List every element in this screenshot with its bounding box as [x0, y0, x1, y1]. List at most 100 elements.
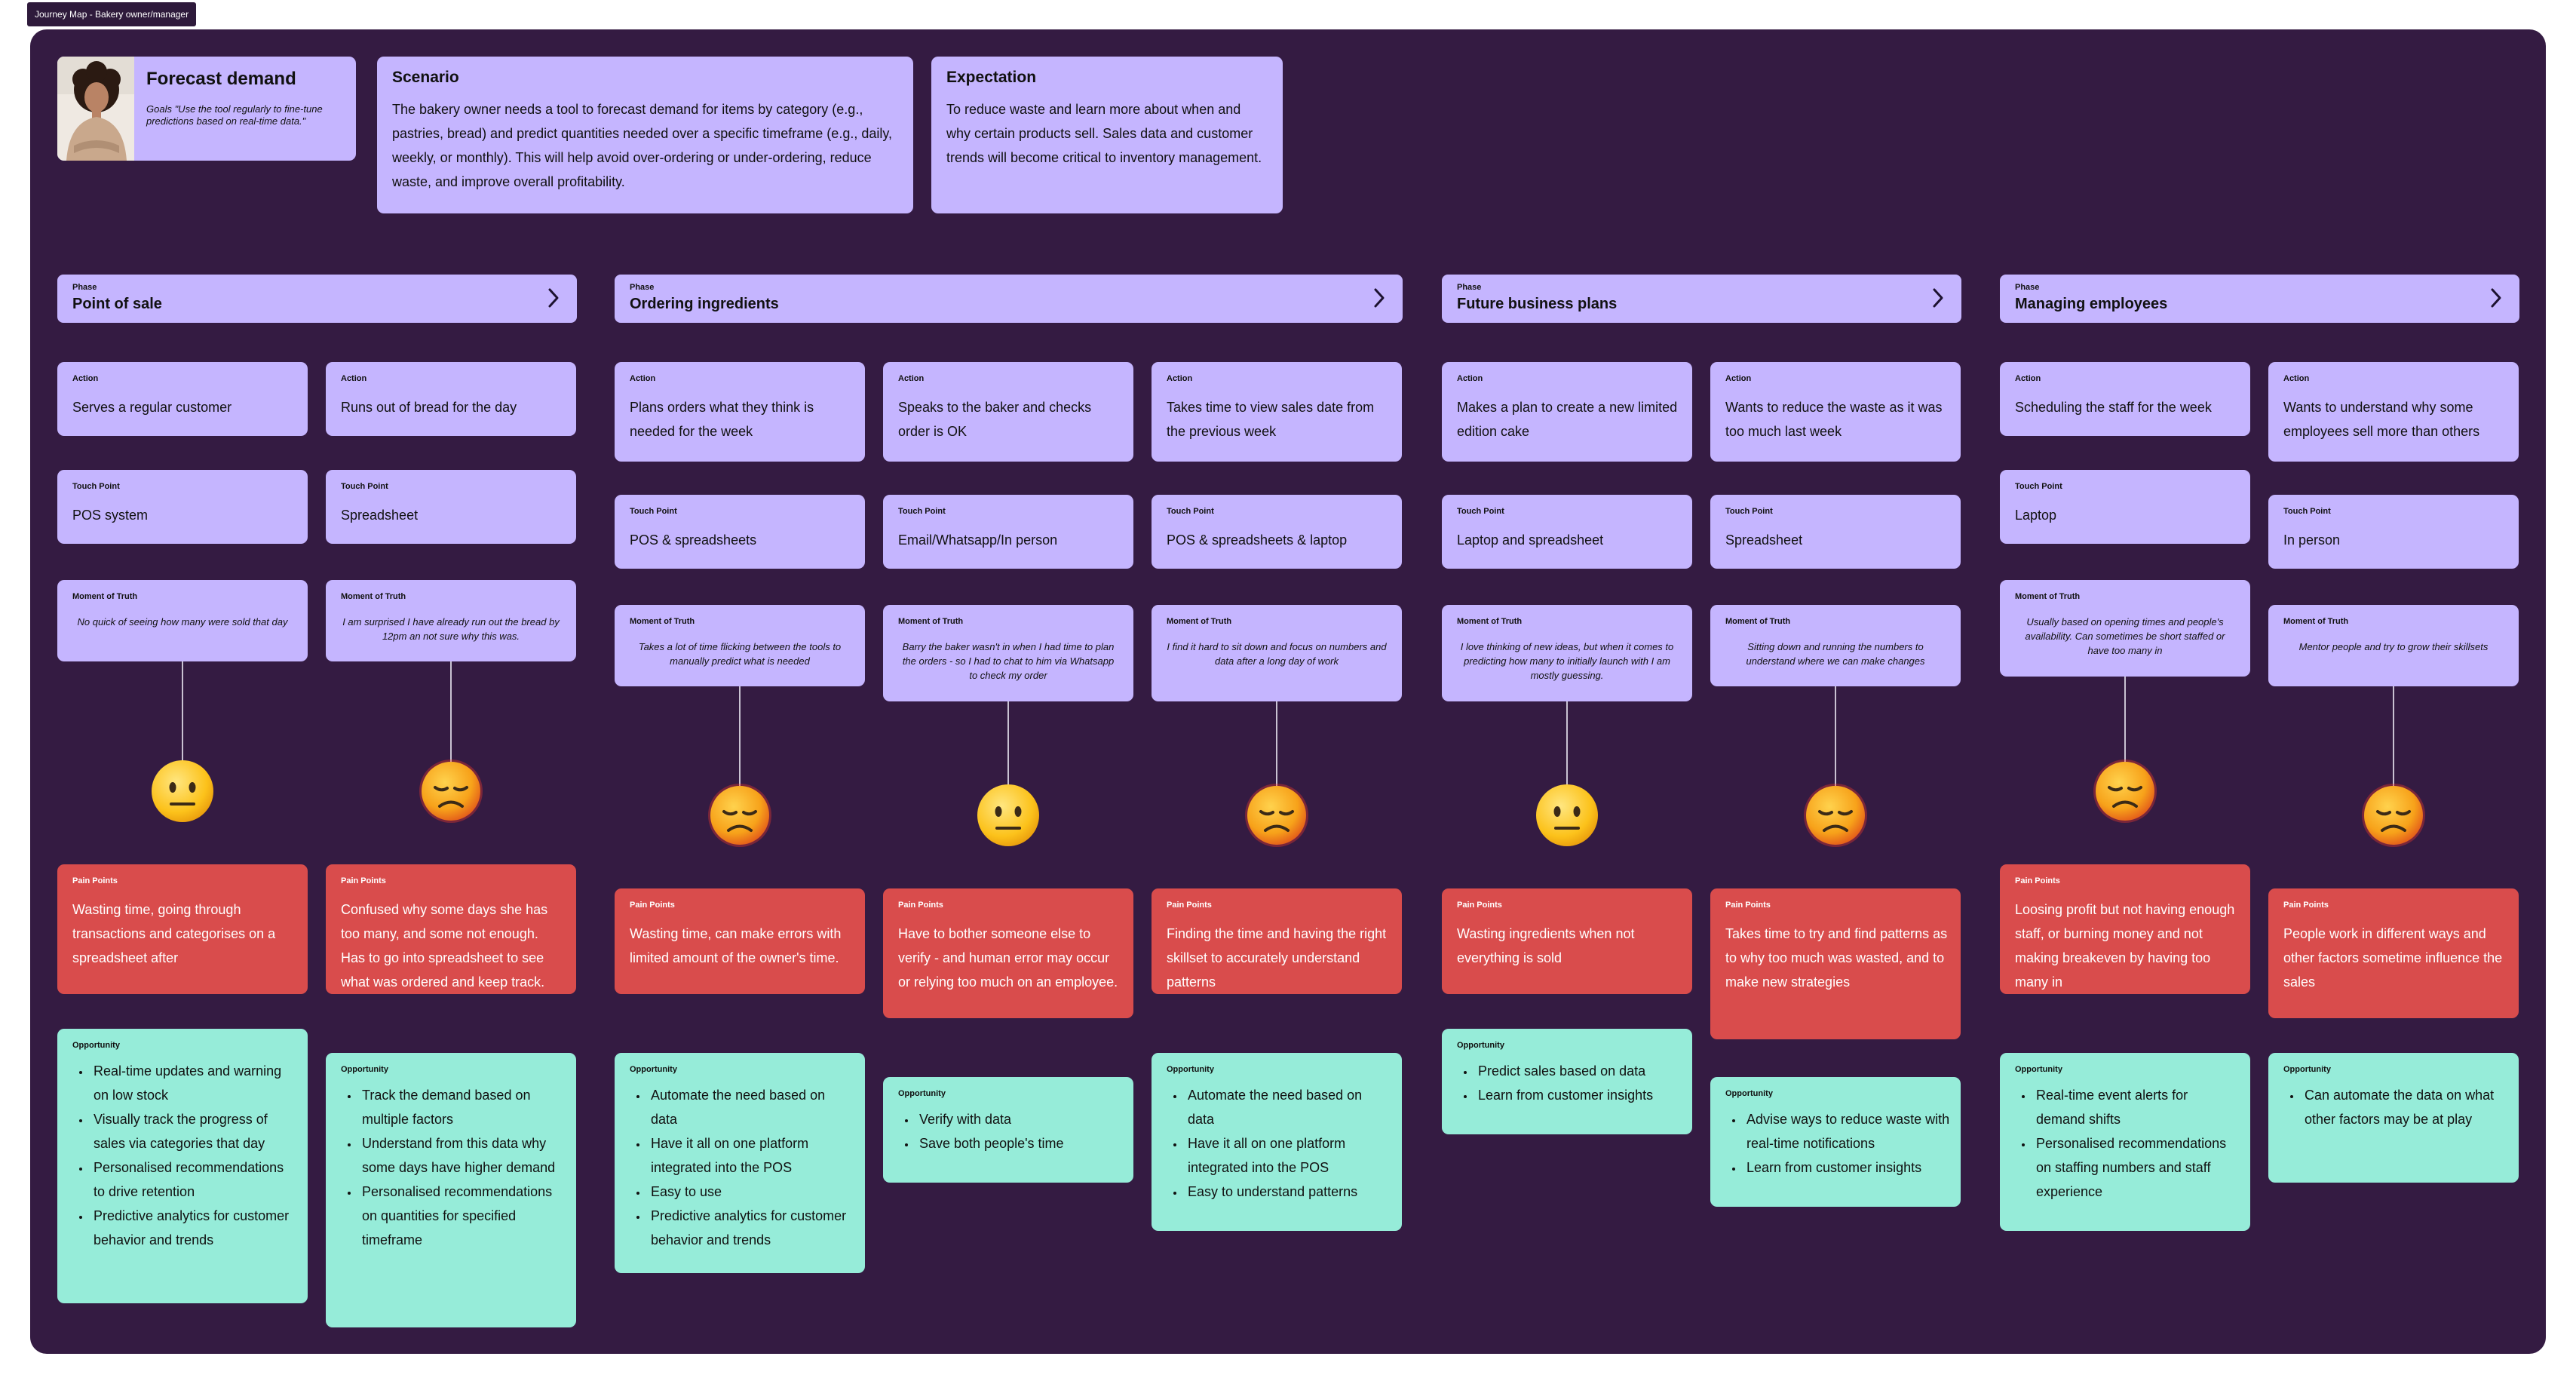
moment-of-truth-label: Moment of Truth	[1725, 617, 1791, 626]
pain-points-text: Finding the time and having the right sk…	[1167, 926, 1387, 990]
disappointed-face-icon	[419, 759, 483, 824]
connector-line	[1276, 701, 1277, 786]
disappointed-face-icon	[2361, 783, 2426, 848]
opportunity-item: Personalised recommendations on staffing…	[2033, 1131, 2240, 1204]
opportunity-label: Opportunity	[1167, 1065, 1214, 1074]
opportunity-item: Have it all on one platform integrated i…	[648, 1131, 854, 1180]
pain-points-text: Wasting ingredients when not everything …	[1457, 926, 1635, 965]
moment-of-truth-label: Moment of Truth	[2283, 617, 2349, 626]
action-text: Scheduling the staff for the week	[2015, 400, 2212, 415]
opportunity-label: Opportunity	[2283, 1065, 2331, 1074]
opportunity-card: OpportunityReal-time event alerts for de…	[2000, 1053, 2250, 1231]
persona-goals: Goals "Use the tool regularly to fine-tu…	[146, 103, 323, 127]
expectation-heading: Expectation	[946, 69, 1037, 86]
phase-point-of-sale[interactable]: Phase Point of sale	[57, 275, 577, 323]
opportunity-item: Personalised recommendations to drive re…	[90, 1155, 297, 1204]
moment-of-truth-text: I find it hard to sit down and focus on …	[1167, 641, 1387, 667]
opportunity-list: Advise ways to reduce waste with real-ti…	[1725, 1107, 1950, 1180]
connector-line	[2393, 686, 2394, 786]
pain-points-label: Pain Points	[341, 876, 386, 885]
moment-of-truth-label: Moment of Truth	[341, 592, 406, 601]
opportunity-card: OpportunityCan automate the data on what…	[2268, 1053, 2519, 1183]
phase-label: Phase	[2015, 283, 2040, 292]
pain-points-label: Pain Points	[2015, 876, 2060, 885]
disappointed-face-icon	[2093, 759, 2157, 824]
opportunity-label: Opportunity	[72, 1041, 120, 1050]
opportunity-list: Real-time updates and warning on low sto…	[72, 1059, 297, 1252]
action-label: Action	[72, 374, 99, 383]
opportunity-card: OpportunityAutomate the need based on da…	[615, 1053, 865, 1273]
touch-point-text: POS system	[72, 508, 149, 523]
touch-point-text: Laptop	[2015, 508, 2057, 523]
chevron-right-icon[interactable]	[1931, 287, 1945, 309]
action-label: Action	[2283, 374, 2310, 383]
phase-label: Phase	[72, 283, 97, 292]
neutral-face-icon	[150, 759, 215, 824]
opportunity-item: Track the demand based on multiple facto…	[359, 1083, 566, 1131]
persona-name: Forecast demand	[146, 69, 296, 89]
chevron-right-icon[interactable]	[2489, 287, 2503, 309]
opportunity-item: Personalised recommendations on quantiti…	[359, 1180, 566, 1252]
opportunity-card: OpportunityAutomate the need based on da…	[1152, 1053, 1402, 1231]
touch-point-label: Touch Point	[2283, 507, 2331, 516]
opportunity-item: Automate the need based on data	[648, 1083, 854, 1131]
phase-managing-employees[interactable]: Phase Managing employees	[2000, 275, 2519, 323]
phase-future-business-plans[interactable]: Phase Future business plans	[1442, 275, 1961, 323]
expectation-text: To reduce waste and learn more about whe…	[946, 102, 1262, 165]
opportunity-item: Have it all on one platform integrated i…	[1185, 1131, 1391, 1180]
action-text: Takes time to view sales date from the p…	[1167, 400, 1375, 439]
touch-point-label: Touch Point	[2015, 482, 2062, 491]
pain-points-label: Pain Points	[1457, 901, 1502, 910]
action-text: Makes a plan to create a new limited edi…	[1457, 400, 1678, 439]
touch-point-text: POS & spreadsheets	[630, 532, 757, 548]
disappointed-face-icon	[707, 783, 772, 848]
opportunity-item: Understand from this data why some days …	[359, 1131, 566, 1180]
connector-line	[739, 686, 741, 786]
moment-of-truth-text: Sitting down and running the numbers to …	[1746, 641, 1925, 667]
moment-of-truth-text: Usually based on opening times and peopl…	[2025, 616, 2225, 656]
chevron-right-icon[interactable]	[547, 287, 560, 309]
opportunity-label: Opportunity	[341, 1065, 388, 1074]
moment-of-truth-text: No quick of seeing how many were sold th…	[77, 616, 288, 628]
phase-ordering-ingredients[interactable]: Phase Ordering ingredients	[615, 275, 1403, 323]
opportunity-list: Automate the need based on dataHave it a…	[630, 1083, 854, 1252]
phase-name: Managing employees	[2015, 296, 2168, 312]
opportunity-item: Save both people's time	[916, 1131, 1123, 1155]
opportunity-item: Can automate the data on what other fact…	[2302, 1083, 2508, 1131]
opportunity-list: Real-time event alerts for demand shifts…	[2015, 1083, 2240, 1204]
opportunity-label: Opportunity	[1725, 1089, 1773, 1098]
phase-label: Phase	[630, 283, 655, 292]
opportunity-card: OpportunityTrack the demand based on mul…	[326, 1053, 576, 1327]
opportunity-item: Verify with data	[916, 1107, 1123, 1131]
chevron-right-icon[interactable]	[1372, 287, 1386, 309]
pain-points-label: Pain Points	[630, 901, 675, 910]
touch-point-label: Touch Point	[1167, 507, 1214, 516]
scenario-text: The bakery owner needs a tool to forecas…	[392, 102, 893, 189]
touch-point-text: Spreadsheet	[1725, 532, 1803, 548]
action-text: Runs out of bread for the day	[341, 400, 517, 415]
touch-point-label: Touch Point	[72, 482, 120, 491]
pain-points-text: People work in different ways and other …	[2283, 926, 2503, 990]
pain-points-label: Pain Points	[72, 876, 118, 885]
neutral-face-icon	[1535, 783, 1599, 848]
action-label: Action	[1457, 374, 1483, 383]
persona-card: Forecast demand Goals "Use the tool regu…	[57, 57, 356, 161]
